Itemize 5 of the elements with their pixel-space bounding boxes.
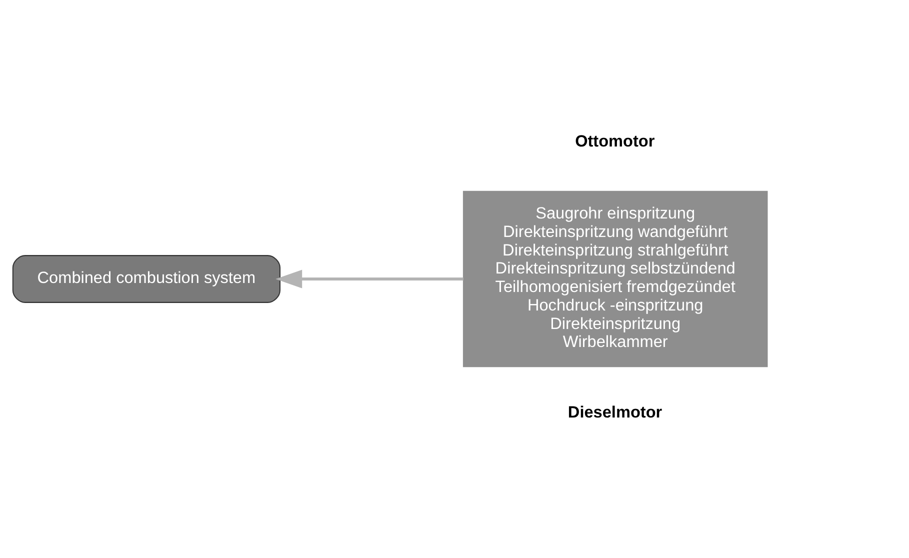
label: Ottomotor xyxy=(575,132,655,150)
node-box: Saugrohr einspritzung Direkteinspritzung wandgeführt Direkteinspritzung strahlgeführt Direkteinspritzung selbstzündend Teilhomogenisiert fremdgezündet Hochdruck -einspritzung Direkteinspritzung Wirbelkammer xyxy=(462,190,768,368)
node-box: Combined combustion system xyxy=(12,255,280,303)
arrow xyxy=(276,270,464,288)
label: Dieselmotor xyxy=(568,403,662,422)
